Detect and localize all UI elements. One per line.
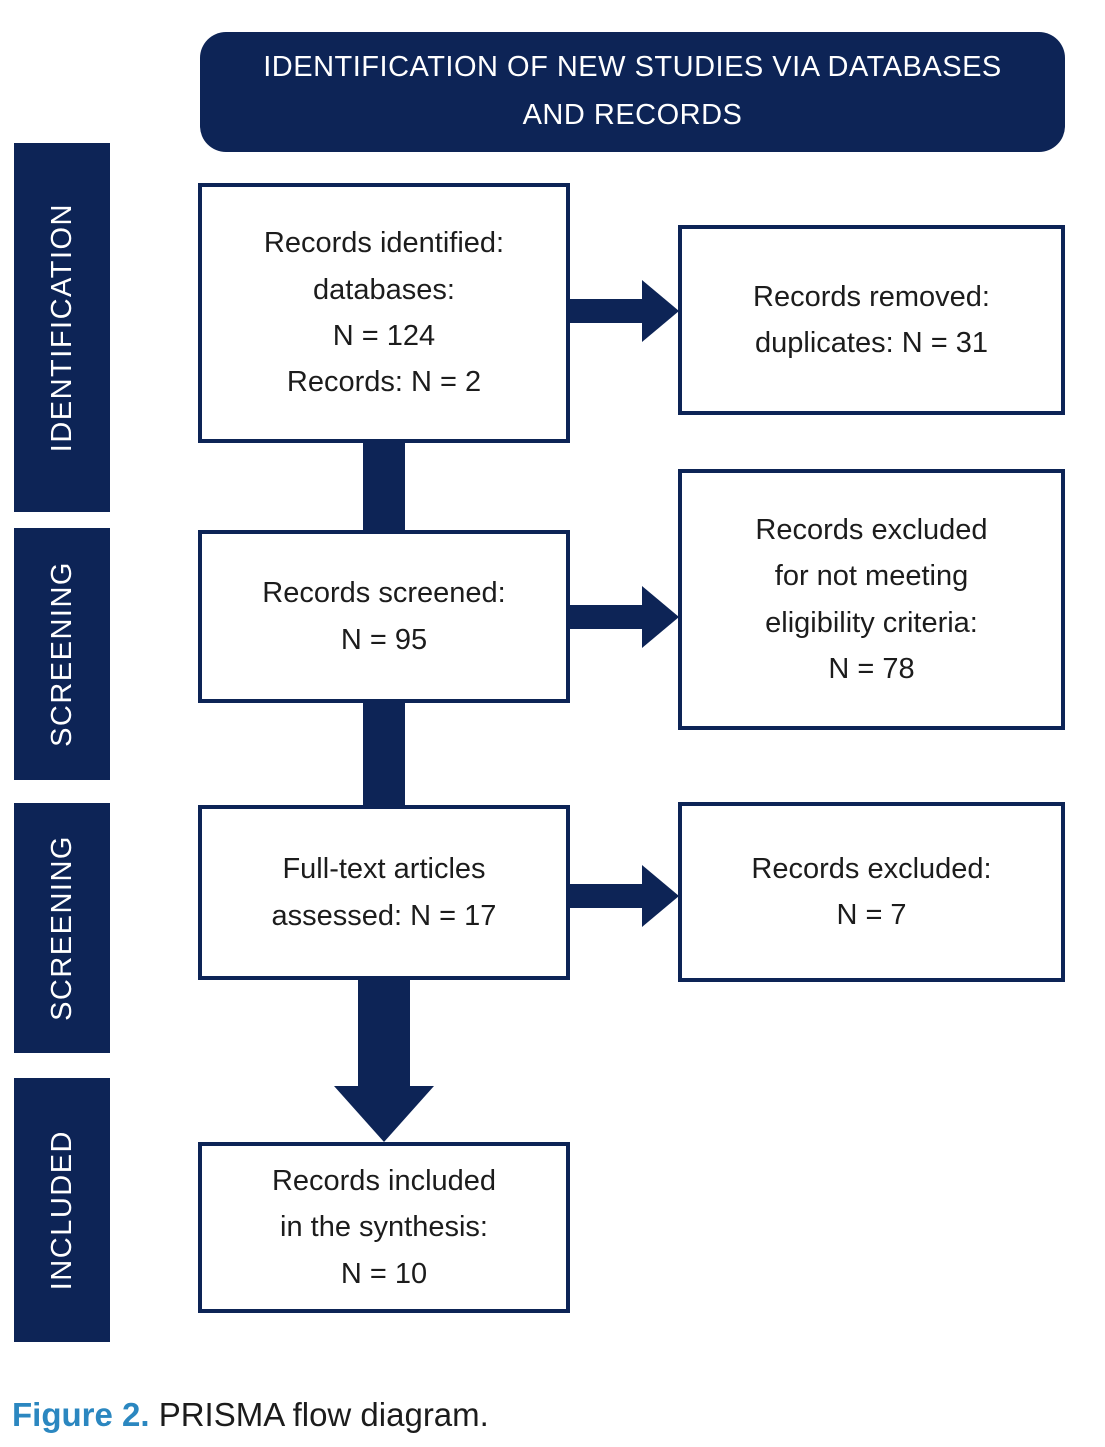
arrow-identified-to-removed-shaft (570, 299, 644, 323)
stage-identification: IDENTIFICATION (14, 143, 110, 512)
box-records-screened: Records screened: N = 95 (198, 530, 570, 703)
box-records-identified: Records identified: databases: N = 124 R… (198, 183, 570, 443)
box-records-removed-text: Records removed: duplicates: N = 31 (753, 280, 990, 359)
box-records-excluded-eligibility-text: Records excluded for not meeting eligibi… (755, 513, 988, 685)
box-records-excluded-eligibility: Records excluded for not meeting eligibi… (678, 469, 1065, 730)
stage-included-label: INCLUDED (45, 1129, 78, 1291)
box-fulltext-assessed-text: Full-text articles assessed: N = 17 (271, 853, 497, 932)
box-records-excluded-text: Records excluded: N = 7 (751, 852, 992, 931)
arrow-fulltext-to-included-head (334, 1086, 434, 1142)
stage-identification-label: IDENTIFICATION (45, 202, 78, 453)
stage-screening-1-label: SCREENING (45, 561, 78, 747)
stage-screening-2-label: SCREENING (45, 835, 78, 1021)
arrow-fulltext-to-excluded-head (642, 865, 679, 927)
box-records-identified-text: Records identified: databases: N = 124 R… (263, 227, 505, 399)
header-title: IDENTIFICATION OF NEW STUDIES VIA DATABA… (263, 51, 1002, 131)
caption-text: PRISMA flow diagram. (149, 1396, 489, 1433)
caption-figure-label: Figure 2. (12, 1396, 150, 1433)
box-records-included-text: Records included in the synthesis: N = 1… (271, 1164, 497, 1290)
arrow-fulltext-to-excluded-shaft (570, 884, 644, 908)
stage-screening-2: SCREENING (14, 803, 110, 1053)
header-banner: IDENTIFICATION OF NEW STUDIES VIA DATABA… (200, 32, 1065, 152)
arrow-fulltext-to-included-shaft (358, 978, 410, 1088)
box-records-screened-text: Records screened: N = 95 (262, 577, 506, 656)
connector-identified-to-screened (363, 441, 405, 532)
stage-screening-1: SCREENING (14, 528, 110, 780)
arrow-screened-to-excluded-head (642, 586, 679, 648)
stage-included: INCLUDED (14, 1078, 110, 1342)
box-records-excluded: Records excluded: N = 7 (678, 802, 1065, 982)
arrow-identified-to-removed-head (642, 280, 679, 342)
box-records-removed: Records removed: duplicates: N = 31 (678, 225, 1065, 415)
box-fulltext-assessed: Full-text articles assessed: N = 17 (198, 805, 570, 980)
figure-caption: Figure 2. PRISMA flow diagram. (12, 1396, 489, 1434)
connector-screened-to-fulltext (363, 701, 405, 807)
box-records-included: Records included in the synthesis: N = 1… (198, 1142, 570, 1313)
arrow-screened-to-excluded-shaft (570, 605, 644, 629)
